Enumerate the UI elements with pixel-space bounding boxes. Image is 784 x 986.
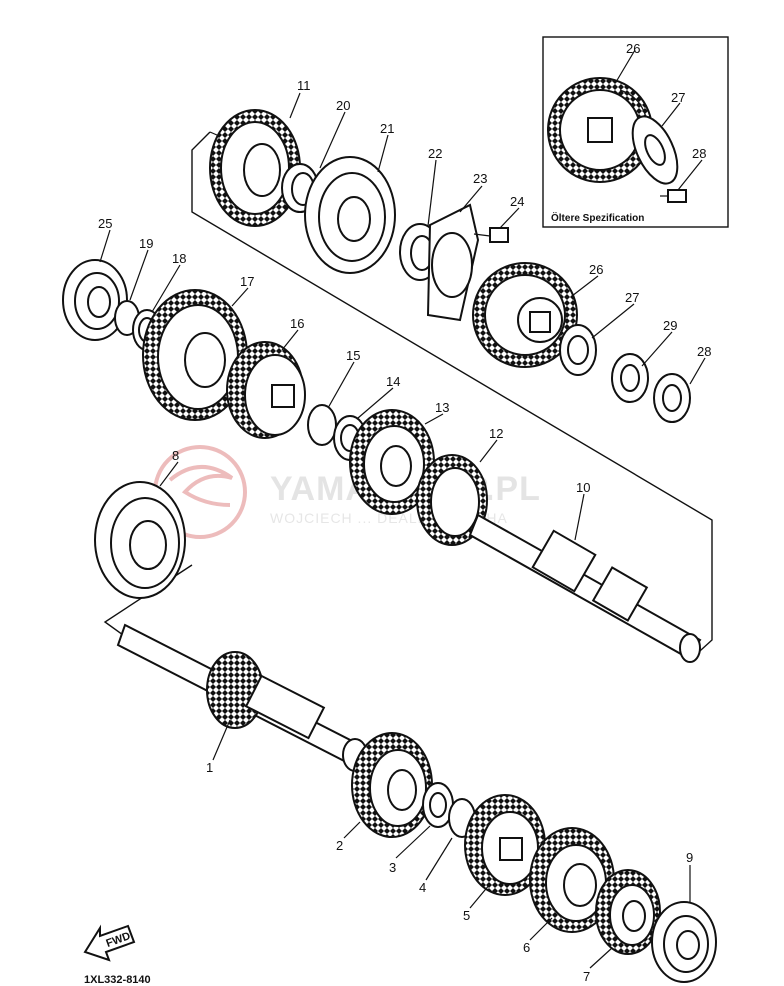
callout-16: 16 (290, 316, 304, 331)
part-5-gear (464, 794, 546, 896)
part-27-lock-washer (559, 324, 597, 376)
callout-23: 23 (473, 171, 487, 186)
callout-4: 4 (419, 880, 426, 895)
callout-17: 17 (240, 274, 254, 289)
part-7-gear (595, 869, 661, 955)
callout-22: 22 (428, 146, 442, 161)
part-26-sprocket (472, 262, 578, 368)
callout-19: 19 (139, 236, 153, 251)
part-23-retainer-plate (426, 203, 480, 322)
callout-13: 13 (435, 400, 449, 415)
callout-18: 18 (172, 251, 186, 266)
part-8-bearing (94, 481, 186, 599)
part-25-bearing (62, 259, 128, 341)
callout-28: 28 (697, 344, 711, 359)
callout-20: 20 (336, 98, 350, 113)
callout-26: 26 (589, 262, 603, 277)
part-21-bearing (304, 156, 396, 274)
callout-10: 10 (576, 480, 590, 495)
callout-11: 11 (297, 78, 311, 93)
part-16-gear (226, 341, 306, 439)
inset-caption: Öltere Spezification (551, 211, 644, 224)
callout-27: 27 (625, 290, 639, 305)
callout-1: 1 (206, 760, 213, 775)
part-28-nut (653, 373, 691, 423)
part-13-gear (349, 409, 435, 515)
callout-8: 8 (172, 448, 179, 463)
part-11-gear (209, 109, 301, 227)
callout-21: 21 (380, 121, 394, 136)
part-2-gear (351, 732, 433, 838)
part-15-circlip (307, 404, 337, 446)
upper-assembly-frame (191, 131, 713, 661)
callout-9: 9 (686, 850, 693, 865)
part-6-gear (529, 827, 615, 933)
callout-25: 25 (98, 216, 112, 231)
part-29-washer (611, 353, 649, 403)
callout-24: 24 (510, 194, 524, 209)
forward-arrow-icon: FWD (83, 924, 136, 962)
callouts: 11 20 21 22 23 24 26 27 29 28 25 19 18 1… (98, 41, 711, 984)
drawing-code: 1XL332-8140 (84, 974, 151, 986)
callout-27-inset: 27 (671, 90, 685, 105)
callout-15: 15 (346, 348, 360, 363)
callout-2: 2 (336, 838, 343, 853)
callout-14: 14 (386, 374, 400, 389)
callout-7: 7 (583, 969, 590, 984)
part-12-gear (416, 454, 488, 546)
inset-lock-washer (631, 115, 679, 185)
older-spec-inset (542, 36, 729, 228)
part-17-gear (142, 289, 248, 421)
callout-5: 5 (463, 908, 470, 923)
callout-26-inset: 26 (626, 41, 640, 56)
callout-3: 3 (389, 860, 396, 875)
part-1-main-axle (116, 623, 368, 772)
part-10-drive-axle (468, 513, 702, 663)
part-24-bolt (473, 227, 509, 243)
callout-29: 29 (663, 318, 677, 333)
leader-lines (99, 49, 706, 969)
callout-6: 6 (523, 940, 530, 955)
part-9-bearing (651, 901, 717, 983)
callout-28-inset: 28 (692, 146, 706, 161)
inset-bolt (660, 189, 687, 203)
callout-12: 12 (489, 426, 503, 441)
